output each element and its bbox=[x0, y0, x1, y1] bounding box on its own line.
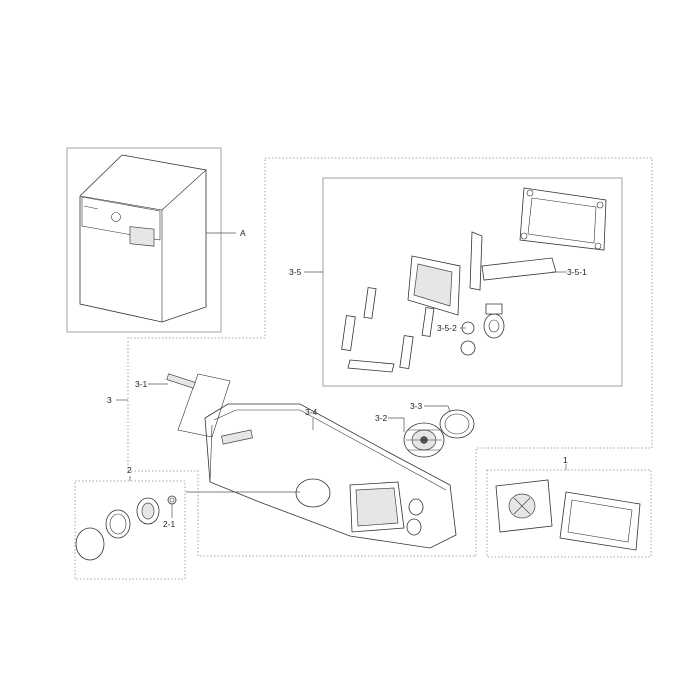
sub-pcb bbox=[559, 491, 641, 551]
small-button-cap bbox=[460, 321, 476, 356]
ribbon-connector bbox=[469, 231, 557, 291]
button-strip bbox=[166, 373, 196, 389]
label-3-3: 3-3 bbox=[410, 401, 423, 411]
leader-lines bbox=[116, 232, 567, 518]
assembly-3-outer-frame bbox=[127, 157, 653, 557]
label-3-5: 3-5 bbox=[289, 267, 302, 277]
label-3-5-2: 3-5-2 bbox=[437, 323, 457, 333]
door-cap bbox=[75, 527, 105, 561]
main-pcb bbox=[495, 479, 553, 533]
control-panel bbox=[204, 403, 457, 549]
label-2-1: 2-1 bbox=[163, 519, 176, 529]
encoder-bracket bbox=[483, 303, 505, 339]
label-3: 3 bbox=[107, 395, 112, 405]
assembly-1-frame bbox=[486, 469, 652, 558]
label-a: A bbox=[240, 228, 246, 238]
decal-sheet bbox=[177, 373, 231, 438]
door-ring bbox=[105, 509, 131, 539]
knob-ring bbox=[403, 422, 445, 458]
assembly-2-frame bbox=[74, 480, 186, 580]
display-frame bbox=[407, 255, 461, 316]
label-2: 2 bbox=[127, 465, 132, 475]
part-labels: A 3-5 3-5-1 3-5-2 3-1 3 3-4 3-2 3-3 1 2 … bbox=[107, 228, 587, 529]
main-pcb-frame bbox=[519, 187, 607, 251]
assembly-a-frame bbox=[66, 147, 222, 333]
label-3-4: 3-4 bbox=[305, 407, 318, 417]
washer-unit bbox=[79, 154, 207, 323]
door-knob bbox=[136, 497, 160, 525]
label-1: 1 bbox=[563, 455, 568, 465]
washer-ring bbox=[167, 495, 177, 505]
assembly-3-5-frame bbox=[322, 177, 623, 387]
knob-cap bbox=[439, 409, 475, 439]
label-3-2: 3-2 bbox=[375, 413, 388, 423]
label-3-5-1: 3-5-1 bbox=[567, 267, 587, 277]
label-3-1: 3-1 bbox=[135, 379, 148, 389]
button-segments bbox=[341, 287, 435, 373]
